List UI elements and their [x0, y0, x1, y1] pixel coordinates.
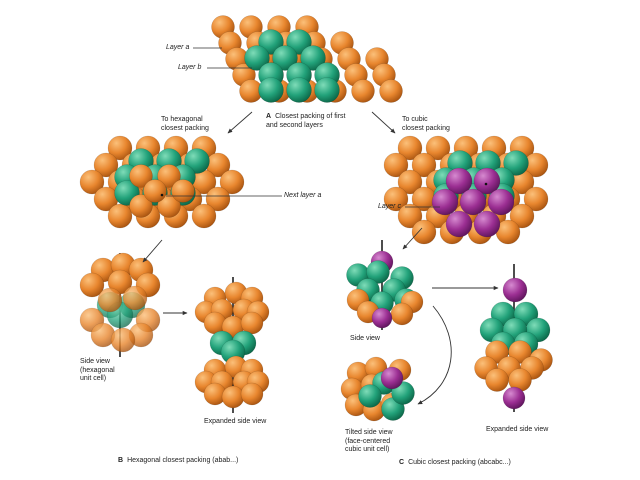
- layer-c-sphere: [445, 167, 473, 195]
- cubic-side-view-label: Side view: [350, 335, 380, 342]
- layer-c-sphere: [431, 188, 459, 216]
- center-marker: [160, 193, 164, 197]
- layer-a-sphere: [107, 203, 133, 229]
- layer-c-sphere: [473, 167, 501, 195]
- panel-c-cubic-layers: [383, 135, 549, 245]
- arrow-to-hexagonal: [227, 111, 253, 134]
- layer-a-sphere: [191, 203, 217, 229]
- layer-a-sphere: [411, 152, 437, 178]
- layer-a-sphere: [379, 79, 403, 103]
- layer-a-sphere: [383, 186, 409, 212]
- layer-c-label: Layer c: [378, 203, 401, 210]
- layer-a-sphere: [171, 179, 195, 203]
- layer-c-sphere: [445, 210, 473, 238]
- layer-b-sphere: [258, 77, 284, 103]
- cubic-expanded-side-view-label: Expanded side view: [486, 426, 549, 433]
- layer-a-sphere: [122, 285, 148, 311]
- layer-b-sphere: [286, 77, 312, 103]
- hex-side-view-label: Side view (hexagonal unit cell): [80, 358, 115, 382]
- layer-a-sphere: [485, 368, 509, 392]
- layer-a-sphere: [110, 327, 136, 353]
- layer-c-sphere: [371, 307, 393, 329]
- layer-a-sphere: [97, 287, 123, 313]
- layer-a-sphere: [129, 194, 153, 218]
- layer-a-sphere: [157, 164, 181, 188]
- layer-a-sphere: [221, 385, 245, 409]
- layer-c-sphere: [487, 188, 515, 216]
- layer-b-sphere: [314, 77, 340, 103]
- layer-c-sphere: [502, 277, 528, 303]
- layer-a-sphere: [397, 135, 423, 161]
- layer-a-sphere: [397, 169, 423, 195]
- arrow-to-cubic: [371, 111, 396, 134]
- layer-a-sphere: [107, 135, 133, 161]
- cubic-tilted-side-view: [340, 356, 415, 422]
- panel-b-hexagonal-layers: [79, 135, 245, 229]
- center-marker: [484, 182, 488, 186]
- layer-a-label: Layer a: [166, 44, 190, 51]
- layer-b-label: Layer b: [178, 64, 202, 71]
- layer-a-sphere: [425, 135, 451, 161]
- layer-a-sphere: [397, 203, 423, 229]
- arrow-cubic-layers-to-side: [402, 227, 423, 250]
- layer-a-sphere: [351, 79, 375, 103]
- cubic-expanded-side-view: [474, 264, 553, 412]
- tilted-side-view-label: Tilted side view (face-centered cubic un…: [345, 429, 393, 453]
- cubic-side-view: [346, 240, 424, 330]
- layer-b-sphere: [272, 45, 298, 71]
- layer-a-sphere: [93, 152, 119, 178]
- layer-c-sphere: [459, 188, 487, 216]
- to-hexagonal-label: To hexagonal closest packing: [161, 116, 209, 132]
- layer-a-sphere: [411, 219, 437, 245]
- layer-a-sphere: [509, 203, 535, 229]
- layer-c-sphere: [473, 210, 501, 238]
- layer-a-sphere: [143, 179, 167, 203]
- next-layer-a-label: Next layer a: [284, 192, 322, 199]
- layer-a-sphere: [79, 272, 105, 298]
- layer-b-sphere: [244, 45, 270, 71]
- panel-a-closest-packing: [211, 15, 403, 103]
- layer-a-sphere: [383, 152, 409, 178]
- layer-a-sphere: [240, 382, 264, 406]
- layer-c-sphere: [502, 386, 526, 410]
- layer-a-sphere: [79, 169, 105, 195]
- layer-a-sphere: [240, 311, 264, 335]
- to-cubic-label: To cubic closest packing: [402, 116, 450, 132]
- arrow-cubic-side-to-tilted: [417, 305, 452, 405]
- layer-b-sphere: [503, 150, 529, 176]
- layer-b-sphere: [300, 45, 326, 71]
- layer-a-sphere: [205, 186, 231, 212]
- hex-expanded-side-view-label: Expanded side view: [204, 418, 267, 425]
- arrow-hex-layers-to-side: [142, 239, 163, 263]
- hexagonal-side-view: [79, 252, 161, 357]
- layer-a-sphere: [129, 164, 153, 188]
- hexagonal-expanded-side-view: [194, 277, 270, 413]
- layer-b-sphere: [366, 260, 390, 284]
- layer-c-sphere: [380, 366, 404, 390]
- layer-a-sphere: [523, 186, 549, 212]
- layer-a-sphere: [508, 340, 532, 364]
- layer-a-sphere: [219, 169, 245, 195]
- layer-a-sphere: [390, 302, 414, 326]
- layer-a-sphere: [157, 194, 181, 218]
- layer-b-sphere: [358, 384, 382, 408]
